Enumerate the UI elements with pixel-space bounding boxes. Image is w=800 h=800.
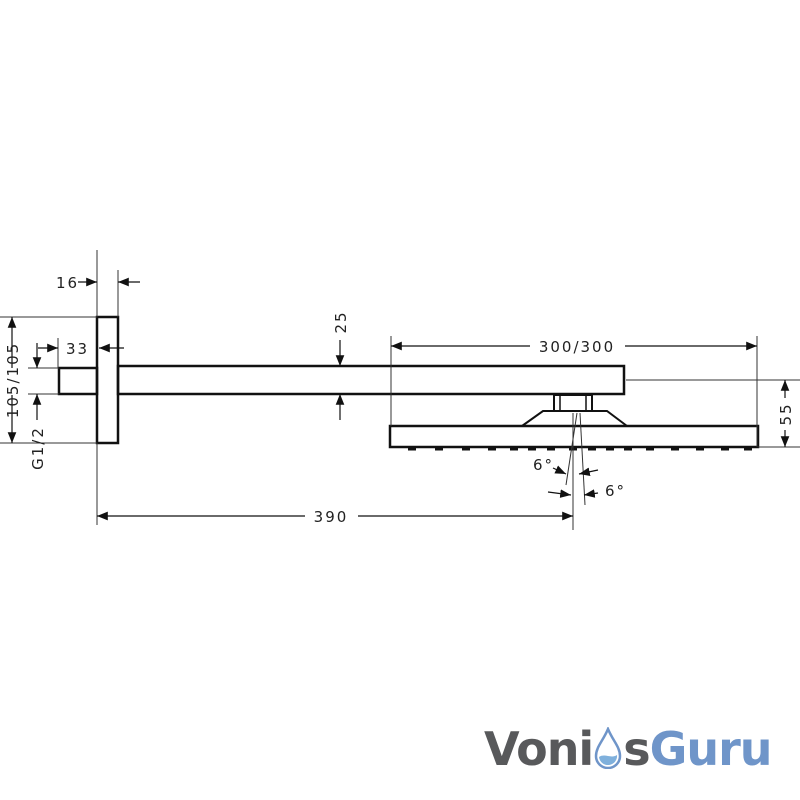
logo-text-guru: Guru [649, 722, 773, 776]
dim-tilt-right: 6° [605, 482, 626, 500]
dim-head-height: 55 [777, 402, 795, 425]
logo-text-s: s [623, 722, 650, 776]
shower-head [388, 424, 760, 449]
dim-arm-length: 390 [314, 508, 349, 526]
logo-text-voni: Voni [484, 722, 594, 776]
dim-plate-height: 105/105 [4, 342, 22, 418]
dim-head-size: 300/300 [539, 338, 615, 356]
water-drop-icon [594, 727, 622, 769]
dim-thread: G1/2 [29, 426, 47, 470]
head-cone [521, 410, 628, 427]
dim-plate-depth: 16 [56, 274, 79, 292]
dim-inlet-offset: 33 [66, 340, 89, 358]
inlet-stub [57, 366, 99, 396]
dim-tilt-left: 6° [533, 456, 554, 474]
shower-arm [116, 364, 626, 396]
dim-arm-height: 25 [332, 310, 350, 333]
wall-plate [95, 315, 120, 445]
